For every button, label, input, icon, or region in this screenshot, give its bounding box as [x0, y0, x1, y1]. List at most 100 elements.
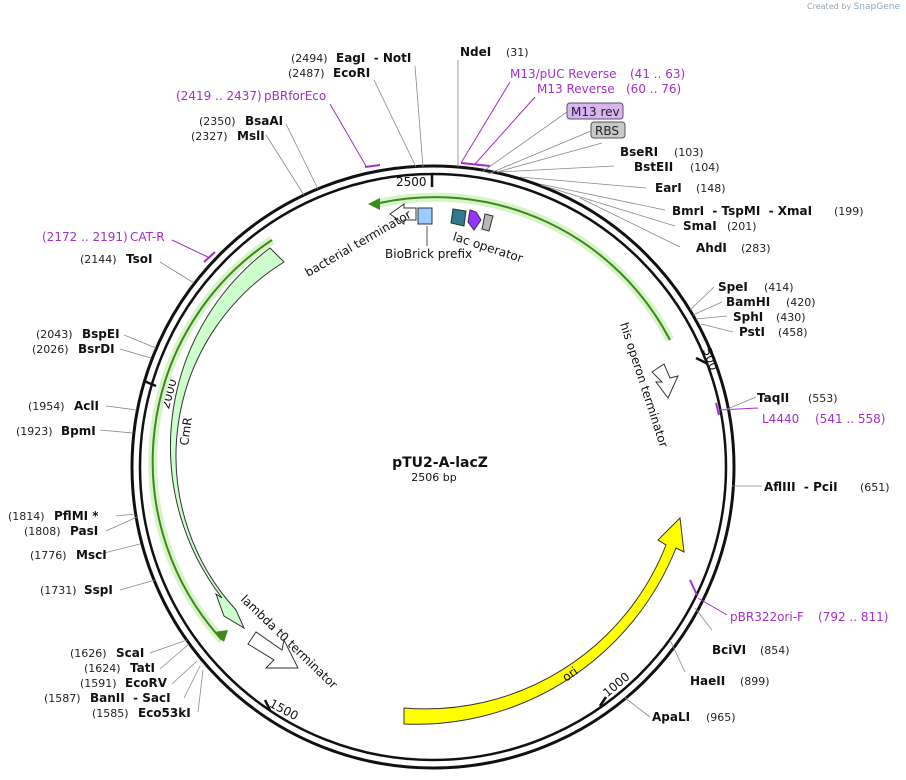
enzyme-pos-spei: (414)	[764, 281, 794, 294]
enzyme-name-spei: SpeI	[718, 280, 748, 294]
enzyme-name-bamhi: BamHI	[726, 295, 770, 309]
primer-range-pbr322ori-f: (792 .. 811)	[818, 610, 888, 624]
enzyme-name-banii-saci: BanII - SacI	[90, 691, 171, 705]
enzyme-pos-bmri-tspmi-xmai: (199)	[834, 205, 864, 218]
enzyme-pos-ndei: (31)	[506, 46, 529, 59]
biobrick-prefix-box	[417, 207, 433, 225]
enzyme-name-sphi: SphI	[733, 310, 763, 324]
enzyme-name-bseri: BseRI	[620, 145, 658, 159]
enzyme-pos-psti: (458)	[778, 326, 808, 339]
enzyme-pos-banii-saci: (1587)	[44, 692, 81, 705]
enzyme-name-eagi-noti: EagI - NotI	[336, 51, 411, 65]
primer-name-m13-puc-reverse: M13/pUC Reverse	[510, 67, 617, 81]
m13-rev-tag-label: M13 rev	[571, 105, 620, 119]
enzyme-name-bsteii: BstEII	[634, 160, 673, 174]
primer-range-m13-reverse: (60 .. 76)	[626, 82, 681, 96]
enzyme-pos-bamhi: (420)	[786, 296, 816, 309]
enzyme-name-pflmi: PflMI *	[54, 509, 99, 523]
credit-brand: SnapGene	[853, 2, 900, 12]
enzyme-pos-sphi: (430)	[776, 311, 806, 324]
rbs-box	[481, 213, 494, 232]
enzyme-name-bsrdi: BsrDI	[78, 342, 115, 356]
enzyme-name-tati: TatI	[130, 661, 155, 675]
enzyme-pos-pasi: (1808)	[24, 525, 61, 538]
tick-label-2500: 2500	[396, 175, 427, 189]
lac-operator-box	[450, 208, 467, 227]
enzyme-pos-acli: (1954)	[28, 400, 65, 413]
credit-prefix: Created by	[807, 2, 852, 11]
lambda-t0-terminator-arrow	[247, 631, 299, 669]
tick-label-500: 500	[700, 346, 721, 372]
m13-rev-tag-box	[566, 102, 624, 120]
enzyme-pos-taqii: (553)	[808, 392, 838, 405]
enzyme-pos-ecorv: (1591)	[80, 677, 117, 690]
primer-range-l4440: (541 .. 558)	[815, 412, 885, 426]
enzyme-name-ndei: NdeI	[460, 45, 491, 59]
primer-range-m13-puc-reverse: (41 .. 63)	[630, 67, 685, 81]
enzyme-pos-ahdi: (283)	[741, 242, 771, 255]
enzyme-pos-eagi-noti: (2494)	[291, 52, 328, 65]
enzyme-name-bcivi: BciVI	[712, 643, 746, 657]
enzyme-name-msci: MscI	[76, 548, 107, 562]
primer-name-cat-r: CAT-R	[130, 230, 165, 244]
tick-marks	[143, 173, 709, 711]
enzyme-pos-scai: (1626)	[70, 647, 107, 660]
primer-name-pbrforeco: pBRforEco	[264, 89, 326, 103]
rbs-tag-box	[590, 121, 626, 139]
enzyme-name-msli: MslI	[237, 129, 265, 143]
enzyme-name-ahdi: AhdI	[696, 241, 727, 255]
primer-name-m13-reverse: M13 Reverse	[537, 82, 615, 96]
enzyme-pos-ecori: (2487)	[288, 67, 325, 80]
enzyme-name-bspei: BspEI	[82, 327, 120, 341]
enzyme-leaders	[99, 60, 762, 718]
biobrick-prefix-label: BioBrick prefix	[385, 247, 472, 261]
cmr-label: CmR	[177, 416, 195, 446]
enzyme-pos-msci: (1776)	[30, 549, 67, 562]
enzyme-name-pasi: PasI	[70, 524, 98, 538]
snapgene-credit: Created by SnapGene	[807, 2, 900, 12]
primer-marks	[203, 162, 720, 596]
enzyme-name-ecori: EcoRI	[333, 66, 370, 80]
enzyme-name-tsoi: TsoI	[126, 252, 152, 266]
enzyme-name-psti: PstI	[739, 325, 765, 339]
enzyme-pos-afliii-pcii: (651)	[860, 481, 890, 494]
bacterial-terminator-arrow	[389, 203, 417, 225]
left-feature-arrowhead	[214, 630, 228, 642]
primer-name-pbr322ori-f: pBR322ori-F	[730, 610, 804, 624]
enzyme-name-sspi: SspI	[84, 583, 113, 597]
lacz-feature-arrowhead	[368, 198, 380, 210]
enzyme-pos-smai: (201)	[727, 220, 757, 233]
enzyme-pos-bpmi: (1923)	[16, 425, 53, 438]
enzyme-pos-bcivi: (854)	[760, 644, 790, 657]
enzyme-name-scai: ScaI	[116, 646, 144, 660]
primer-leaders	[171, 81, 759, 616]
primer-range-cat-r: (2172 .. 2191)	[42, 230, 128, 244]
enzyme-pos-sspi: (1731)	[40, 584, 77, 597]
enzyme-pos-bsteii: (104)	[690, 161, 720, 174]
enzyme-pos-tati: (1624)	[84, 662, 121, 675]
m13-rev-arrow	[467, 209, 482, 231]
enzyme-pos-msli: (2327)	[191, 130, 228, 143]
enzyme-name-eari: EarI	[655, 181, 682, 195]
left-feature-line	[151, 239, 273, 641]
enzyme-name-apali: ApaLI	[652, 710, 690, 724]
cmr-feature-arrow	[170, 247, 285, 630]
plasmid-length: 2506 bp	[411, 471, 456, 484]
enzyme-pos-bseri: (103)	[674, 146, 704, 159]
plasmid-name: pTU2-A-lacZ	[392, 455, 488, 471]
enzyme-pos-tsoi: (2144)	[80, 253, 117, 266]
backbone-outer-ring	[130, 164, 736, 770]
enzyme-pos-eco53ki: (1585)	[92, 707, 129, 720]
enzyme-pos-bspei: (2043)	[36, 328, 73, 341]
primer-name-l4440: L4440	[762, 412, 799, 426]
bacterial-terminator-label: bacterial terminator	[303, 207, 414, 279]
enzyme-pos-bsrdi: (2026)	[32, 343, 69, 356]
enzyme-name-haeii: HaeII	[690, 674, 725, 688]
primer-range-pbrforeco: (2419 .. 2437)	[176, 89, 262, 103]
enzyme-pos-bsaai: (2350)	[199, 115, 236, 128]
enzyme-pos-haeii: (899)	[740, 675, 770, 688]
rbs-tag-label: RBS	[595, 124, 619, 138]
enzyme-name-bsaai: BsaAI	[245, 114, 283, 128]
